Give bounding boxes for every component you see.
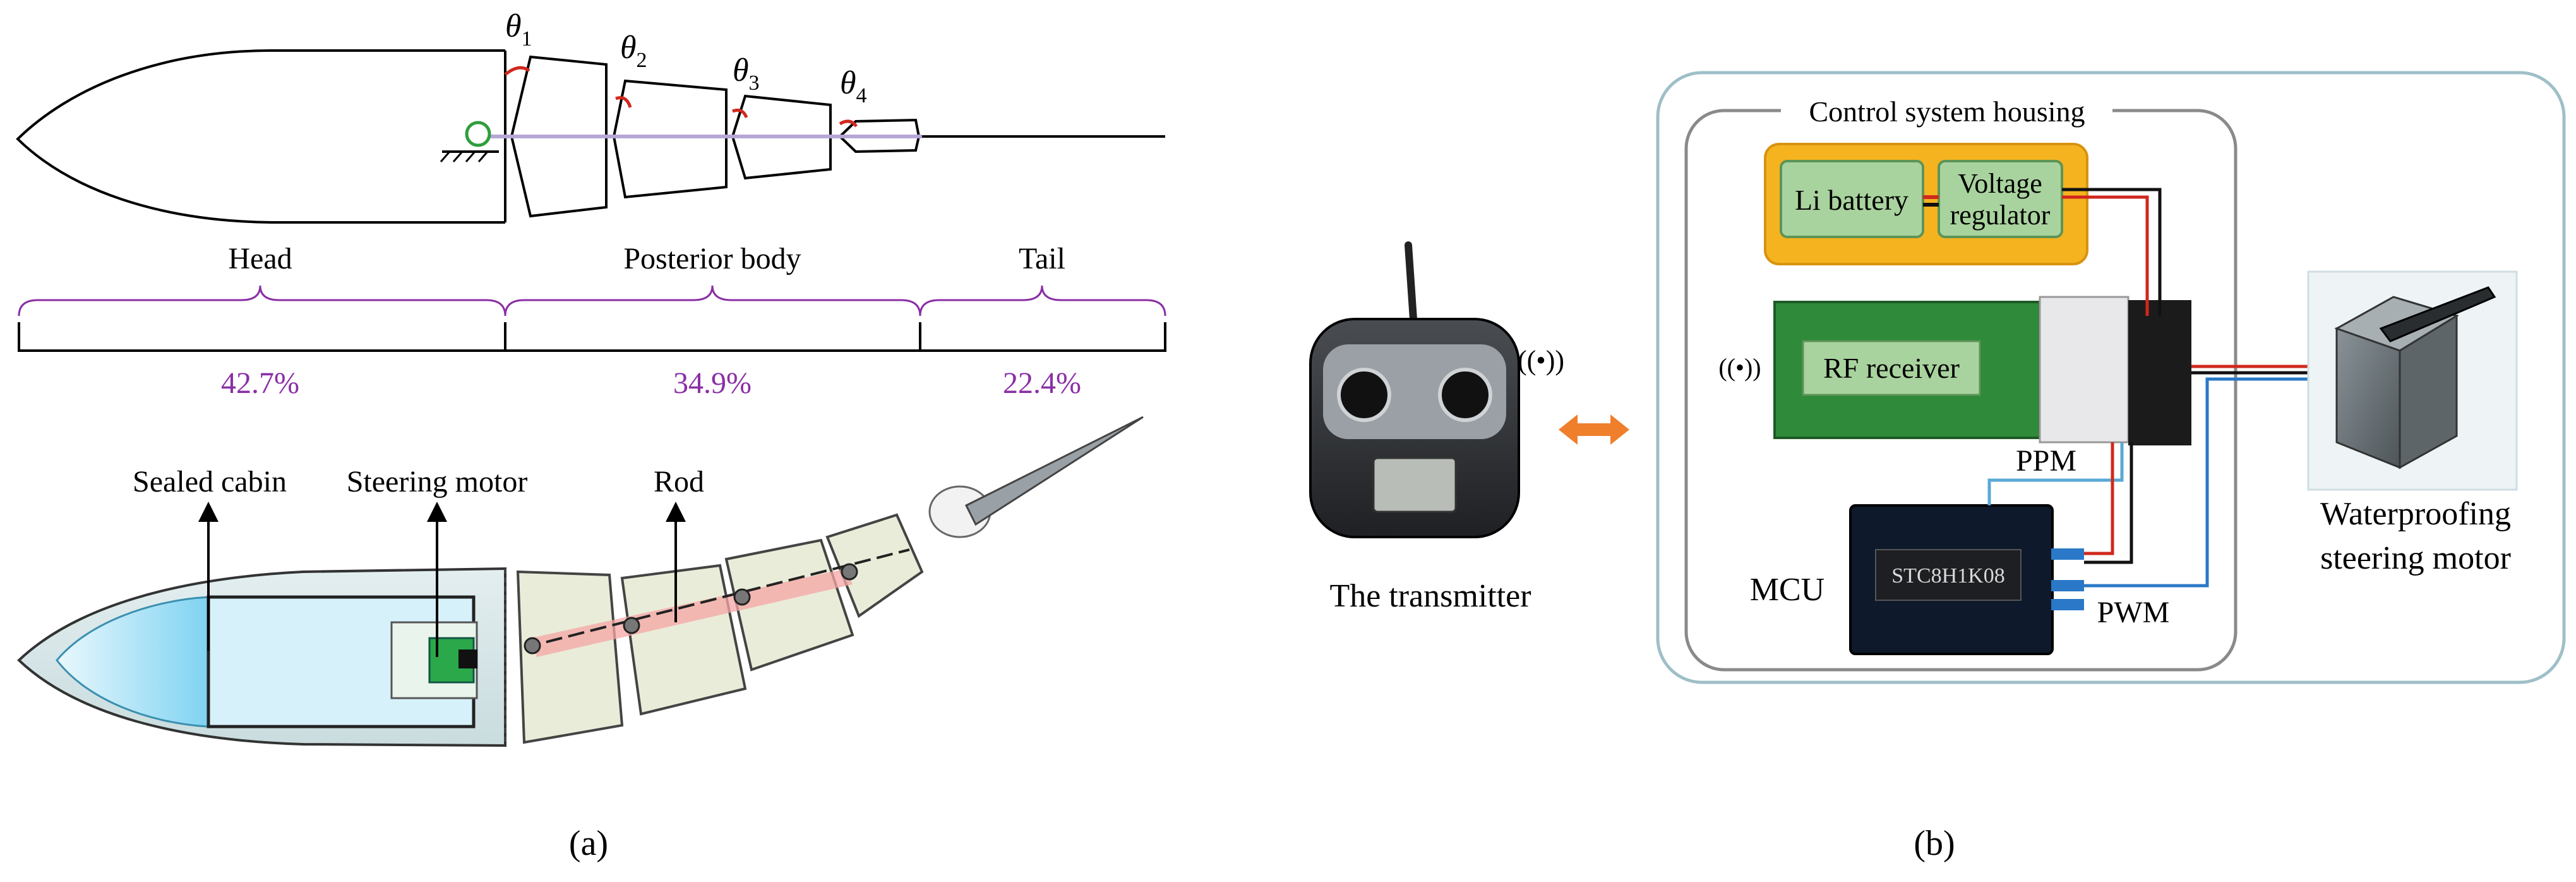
segment-name-tail: Tail	[1019, 242, 1065, 275]
angle-label-2: θ2	[620, 30, 647, 72]
power-module: Li battery Voltage regulator	[1764, 143, 2088, 265]
joint-3	[733, 588, 751, 606]
housing-label: Control system housing	[1809, 95, 2085, 128]
label-rod: Rod	[654, 465, 704, 498]
wire-pwm-blue	[2084, 377, 2324, 588]
brace-tail	[919, 285, 1166, 317]
joint-4	[841, 563, 858, 581]
caption-a: (a)	[569, 824, 608, 863]
segment-name-head: Head	[228, 242, 292, 275]
left-stick	[1337, 368, 1391, 422]
link-2	[612, 79, 728, 199]
receiver-pin-header	[2039, 296, 2130, 444]
motor-horn	[458, 649, 477, 668]
caption-b: (b)	[1914, 824, 1955, 863]
transmitter: ((•)) The transmitter	[1309, 241, 1564, 614]
tail-link-2	[620, 564, 747, 716]
ppm-label: PPM	[2016, 444, 2076, 478]
mcu-label: MCU	[1750, 572, 1824, 608]
right-stick	[1438, 368, 1492, 422]
ground-hatch	[440, 151, 489, 162]
head-outline	[16, 49, 505, 224]
segment-percent-head: 42.7%	[221, 366, 299, 400]
transmitter-screen	[1372, 457, 1457, 513]
housing-label-bg	[1781, 95, 2112, 126]
joint-2	[623, 617, 640, 634]
transmitter-wireless-icon: ((•))	[1518, 345, 1564, 376]
tail-link-4	[825, 513, 924, 619]
mcu-connector-1	[2051, 548, 2084, 560]
wire-power-black	[2062, 188, 2162, 316]
receiver-module: RF receiver ((•)) PPM	[1718, 296, 2191, 478]
wire-mcu-black	[2084, 442, 2133, 564]
mcu-connector-2	[2051, 580, 2084, 591]
transmitter-antenna	[1405, 241, 1417, 323]
regulator-label-line1: Voltage	[1958, 168, 2042, 199]
wire-power-red	[2062, 195, 2149, 316]
pwm-label: PWM	[2097, 596, 2170, 629]
fish-schematic	[16, 49, 1165, 224]
segment-scale: Head Posterior body Tail 42.7% 34.9% 22.…	[18, 242, 1166, 400]
sealed-cabin-body	[56, 596, 210, 728]
caudal-fin	[964, 416, 1144, 526]
regulator-label-line2: regulator	[1950, 200, 2051, 231]
angle-label-4: θ4	[840, 65, 867, 107]
segment-name-posterior: Posterior body	[623, 242, 801, 275]
wireless-link-arrow	[1559, 414, 1629, 445]
mcu-chip-text: STC8H1K08	[1891, 564, 2004, 588]
transmitter-label: The transmitter	[1329, 578, 1531, 614]
brace-head	[18, 285, 506, 317]
rod-highlight	[530, 569, 853, 657]
system-outer-frame	[1656, 71, 2566, 684]
tail-link-1	[516, 570, 624, 744]
angle-labels: θ1 θ2 θ3 θ4	[505, 8, 867, 107]
receiver-connector	[2128, 300, 2191, 445]
battery-label: Li battery	[1795, 184, 1908, 216]
angle-arc-2	[615, 96, 632, 108]
angle-arc-4	[839, 119, 858, 128]
component-labels: Sealed cabin Steering motor Rod	[133, 465, 704, 657]
fish-cad-render	[17, 416, 1144, 747]
motor-label-line2: steering motor	[2320, 540, 2511, 576]
motor-label-line1: Waterproofing	[2320, 496, 2511, 532]
angle-arc-1	[504, 66, 530, 76]
segment-percent-tail: 22.4%	[1003, 366, 1081, 400]
segment-percent-posterior: 34.9%	[673, 366, 752, 400]
servo-horn	[2379, 286, 2496, 342]
mcu-module: STC8H1K08 MCU PWM	[1750, 504, 2170, 655]
wire-ppm-blue	[1987, 442, 2124, 505]
angle-arc-3	[732, 108, 748, 119]
servo-side	[2399, 314, 2458, 469]
servo-front	[2335, 327, 2401, 469]
wire-mcu-red	[2084, 442, 2114, 555]
servo-motor: Waterproofing steering motor	[2307, 270, 2518, 576]
brace-posterior	[504, 285, 921, 317]
label-steering-motor: Steering motor	[347, 465, 528, 498]
label-sealed-cabin: Sealed cabin	[133, 465, 287, 498]
receiver-label-box	[1802, 340, 1981, 396]
double-arrow	[1559, 414, 1629, 445]
receiver-wireless-icon: ((•))	[1718, 353, 1761, 382]
wiring	[1987, 188, 2324, 588]
receiver-label: RF receiver	[1823, 352, 1960, 384]
angle-label-3: θ3	[733, 52, 760, 95]
mcu-chip	[1875, 549, 2022, 601]
mcu-connector-3	[2051, 599, 2084, 610]
angle-label-1: θ1	[505, 8, 532, 51]
pivot-joint	[465, 121, 491, 147]
joint-1	[524, 637, 541, 655]
